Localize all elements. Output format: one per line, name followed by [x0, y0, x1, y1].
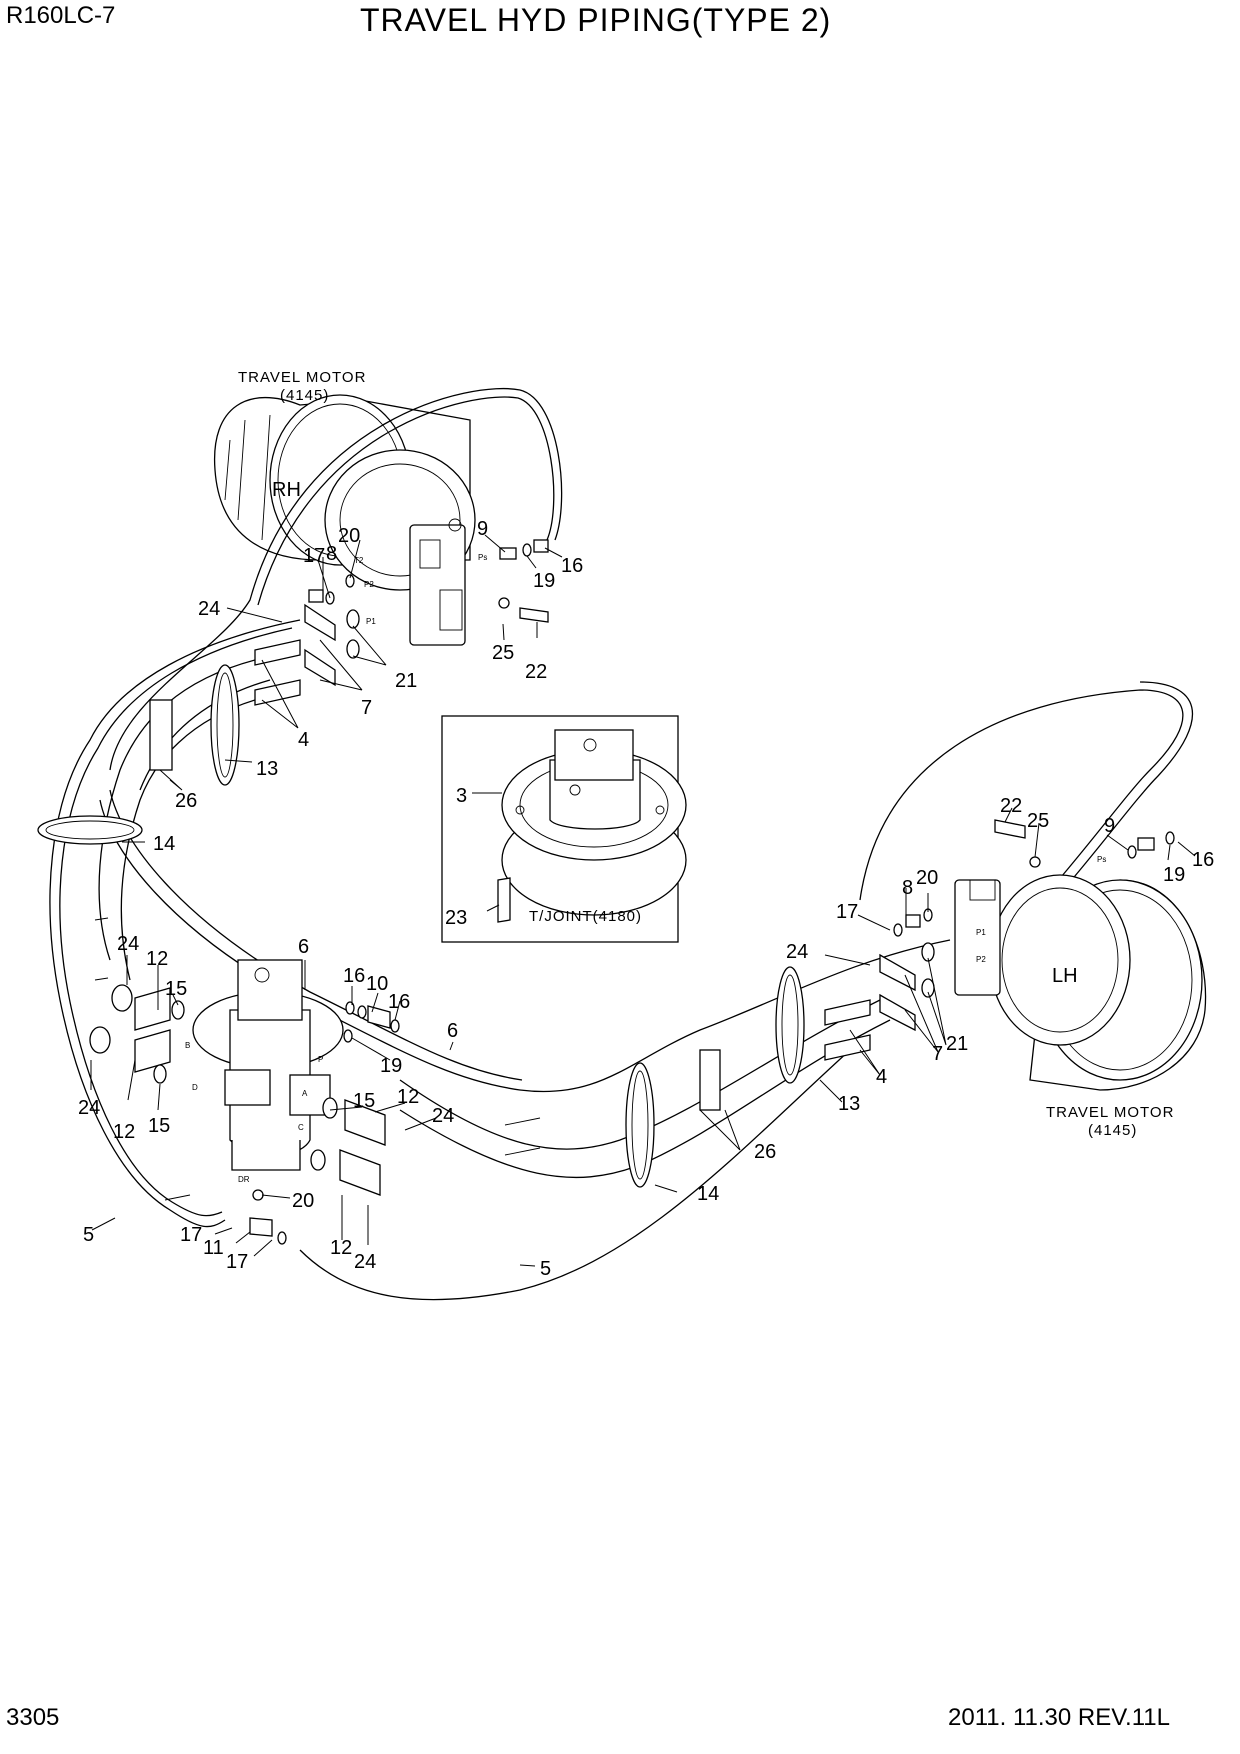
lh-motor-name: TRAVEL MOTOR	[1046, 1104, 1174, 1121]
callout: 8	[326, 543, 337, 565]
rh-fittings	[254, 539, 549, 706]
port-mark-c: C	[298, 1123, 304, 1132]
lh-fittings	[824, 819, 1175, 1061]
callout: 20	[916, 867, 938, 889]
callout: 3	[456, 785, 467, 807]
callout: 4	[876, 1066, 887, 1088]
callout: 7	[932, 1043, 943, 1065]
port-mark-t2: T2	[354, 556, 364, 565]
callout: 22	[1000, 795, 1022, 817]
callout: 13	[838, 1093, 860, 1115]
callout: 9	[477, 518, 488, 540]
callout: 5	[83, 1224, 94, 1246]
hose-bundle	[37, 387, 1194, 1301]
turning-joint-label: T/JOINT(4180)	[529, 908, 642, 925]
callout: 22	[525, 661, 547, 683]
callout: 6	[298, 936, 309, 958]
port-mark-p2: P2	[364, 580, 374, 589]
callout: 24	[198, 598, 220, 620]
callout-numbers: 9 20 8 17 16 19 24 25 22 21 7 4 13 26 3 …	[78, 518, 1214, 1280]
callout: 5	[540, 1258, 551, 1280]
model-number: R160LC-7	[6, 2, 116, 29]
center-turning-joint: B D P A C DR	[185, 959, 344, 1184]
callout: 24	[786, 941, 808, 963]
callout: 17	[226, 1251, 248, 1273]
port-mark-p: P	[318, 1055, 323, 1064]
port-mark-p2-lh: P2	[976, 955, 986, 964]
callout: 17	[180, 1224, 202, 1246]
callout: 12	[146, 948, 168, 970]
callout: 14	[153, 833, 175, 855]
date-revision: 2011. 11.30 REV.11L	[948, 1704, 1170, 1731]
rh-travel-motor: RH TRAVEL MOTOR (4145) Ps T2 P2 P1	[213, 369, 487, 646]
callout: 13	[256, 758, 278, 780]
port-mark-p1: P1	[366, 617, 376, 626]
turning-joint-inset: T/JOINT(4180)	[441, 715, 687, 943]
callout: 8	[902, 877, 913, 899]
callout: 9	[1104, 815, 1115, 837]
port-mark-dr: DR	[238, 1175, 250, 1184]
callout: 12	[330, 1237, 352, 1259]
callout: 16	[561, 555, 583, 577]
callout: 11	[203, 1237, 224, 1259]
callout: 6	[447, 1020, 458, 1042]
callout: 19	[1163, 864, 1185, 886]
callout: 16	[1192, 849, 1214, 871]
callout: 15	[148, 1115, 170, 1137]
port-mark-ps: Ps	[478, 553, 487, 562]
callout: 24	[432, 1105, 454, 1127]
callout: 23	[445, 907, 467, 929]
rh-motor-name: TRAVEL MOTOR	[238, 369, 366, 386]
leader-lines	[90, 534, 1196, 1267]
callout: 12	[113, 1121, 135, 1143]
callout: 7	[361, 697, 372, 719]
callout: 17	[836, 901, 858, 923]
port-mark-d: D	[192, 1083, 198, 1092]
callout: 4	[298, 729, 309, 751]
rh-side-label: RH	[272, 479, 301, 501]
lh-motor-ref: (4145)	[1088, 1122, 1137, 1139]
page-title: TRAVEL HYD PIPING(TYPE 2)	[360, 2, 832, 38]
callout: 14	[697, 1183, 719, 1205]
port-mark-a: A	[302, 1089, 308, 1098]
callout: 17	[303, 545, 325, 567]
callout: 20	[292, 1190, 314, 1212]
callout: 19	[380, 1055, 402, 1077]
callout: 25	[492, 642, 514, 664]
center-fittings	[89, 984, 400, 1245]
callout: 19	[533, 570, 555, 592]
callout: 26	[754, 1141, 776, 1163]
callout: 16	[343, 965, 365, 987]
callout: 21	[946, 1033, 968, 1055]
callout: 10	[366, 973, 388, 995]
callout: 24	[117, 933, 139, 955]
rh-motor-ref: (4145)	[280, 387, 329, 404]
callout: 12	[397, 1086, 419, 1108]
port-mark-p1-lh: P1	[976, 928, 986, 937]
page-number: 3305	[6, 1704, 60, 1731]
callout: 15	[165, 978, 187, 1000]
callout: 20	[338, 525, 360, 547]
lh-travel-motor: LH TRAVEL MOTOR (4145) Ps P1 P2	[954, 855, 1207, 1139]
port-mark-ps-lh: Ps	[1097, 855, 1106, 864]
lh-side-label: LH	[1052, 965, 1078, 987]
callout: 24	[354, 1251, 376, 1273]
callout: 26	[175, 790, 197, 812]
callout: 21	[395, 670, 417, 692]
callout: 25	[1027, 810, 1049, 832]
callout: 15	[353, 1090, 375, 1112]
callout: 16	[388, 991, 410, 1013]
callout: 24	[78, 1097, 100, 1119]
port-mark-b: B	[185, 1041, 190, 1050]
